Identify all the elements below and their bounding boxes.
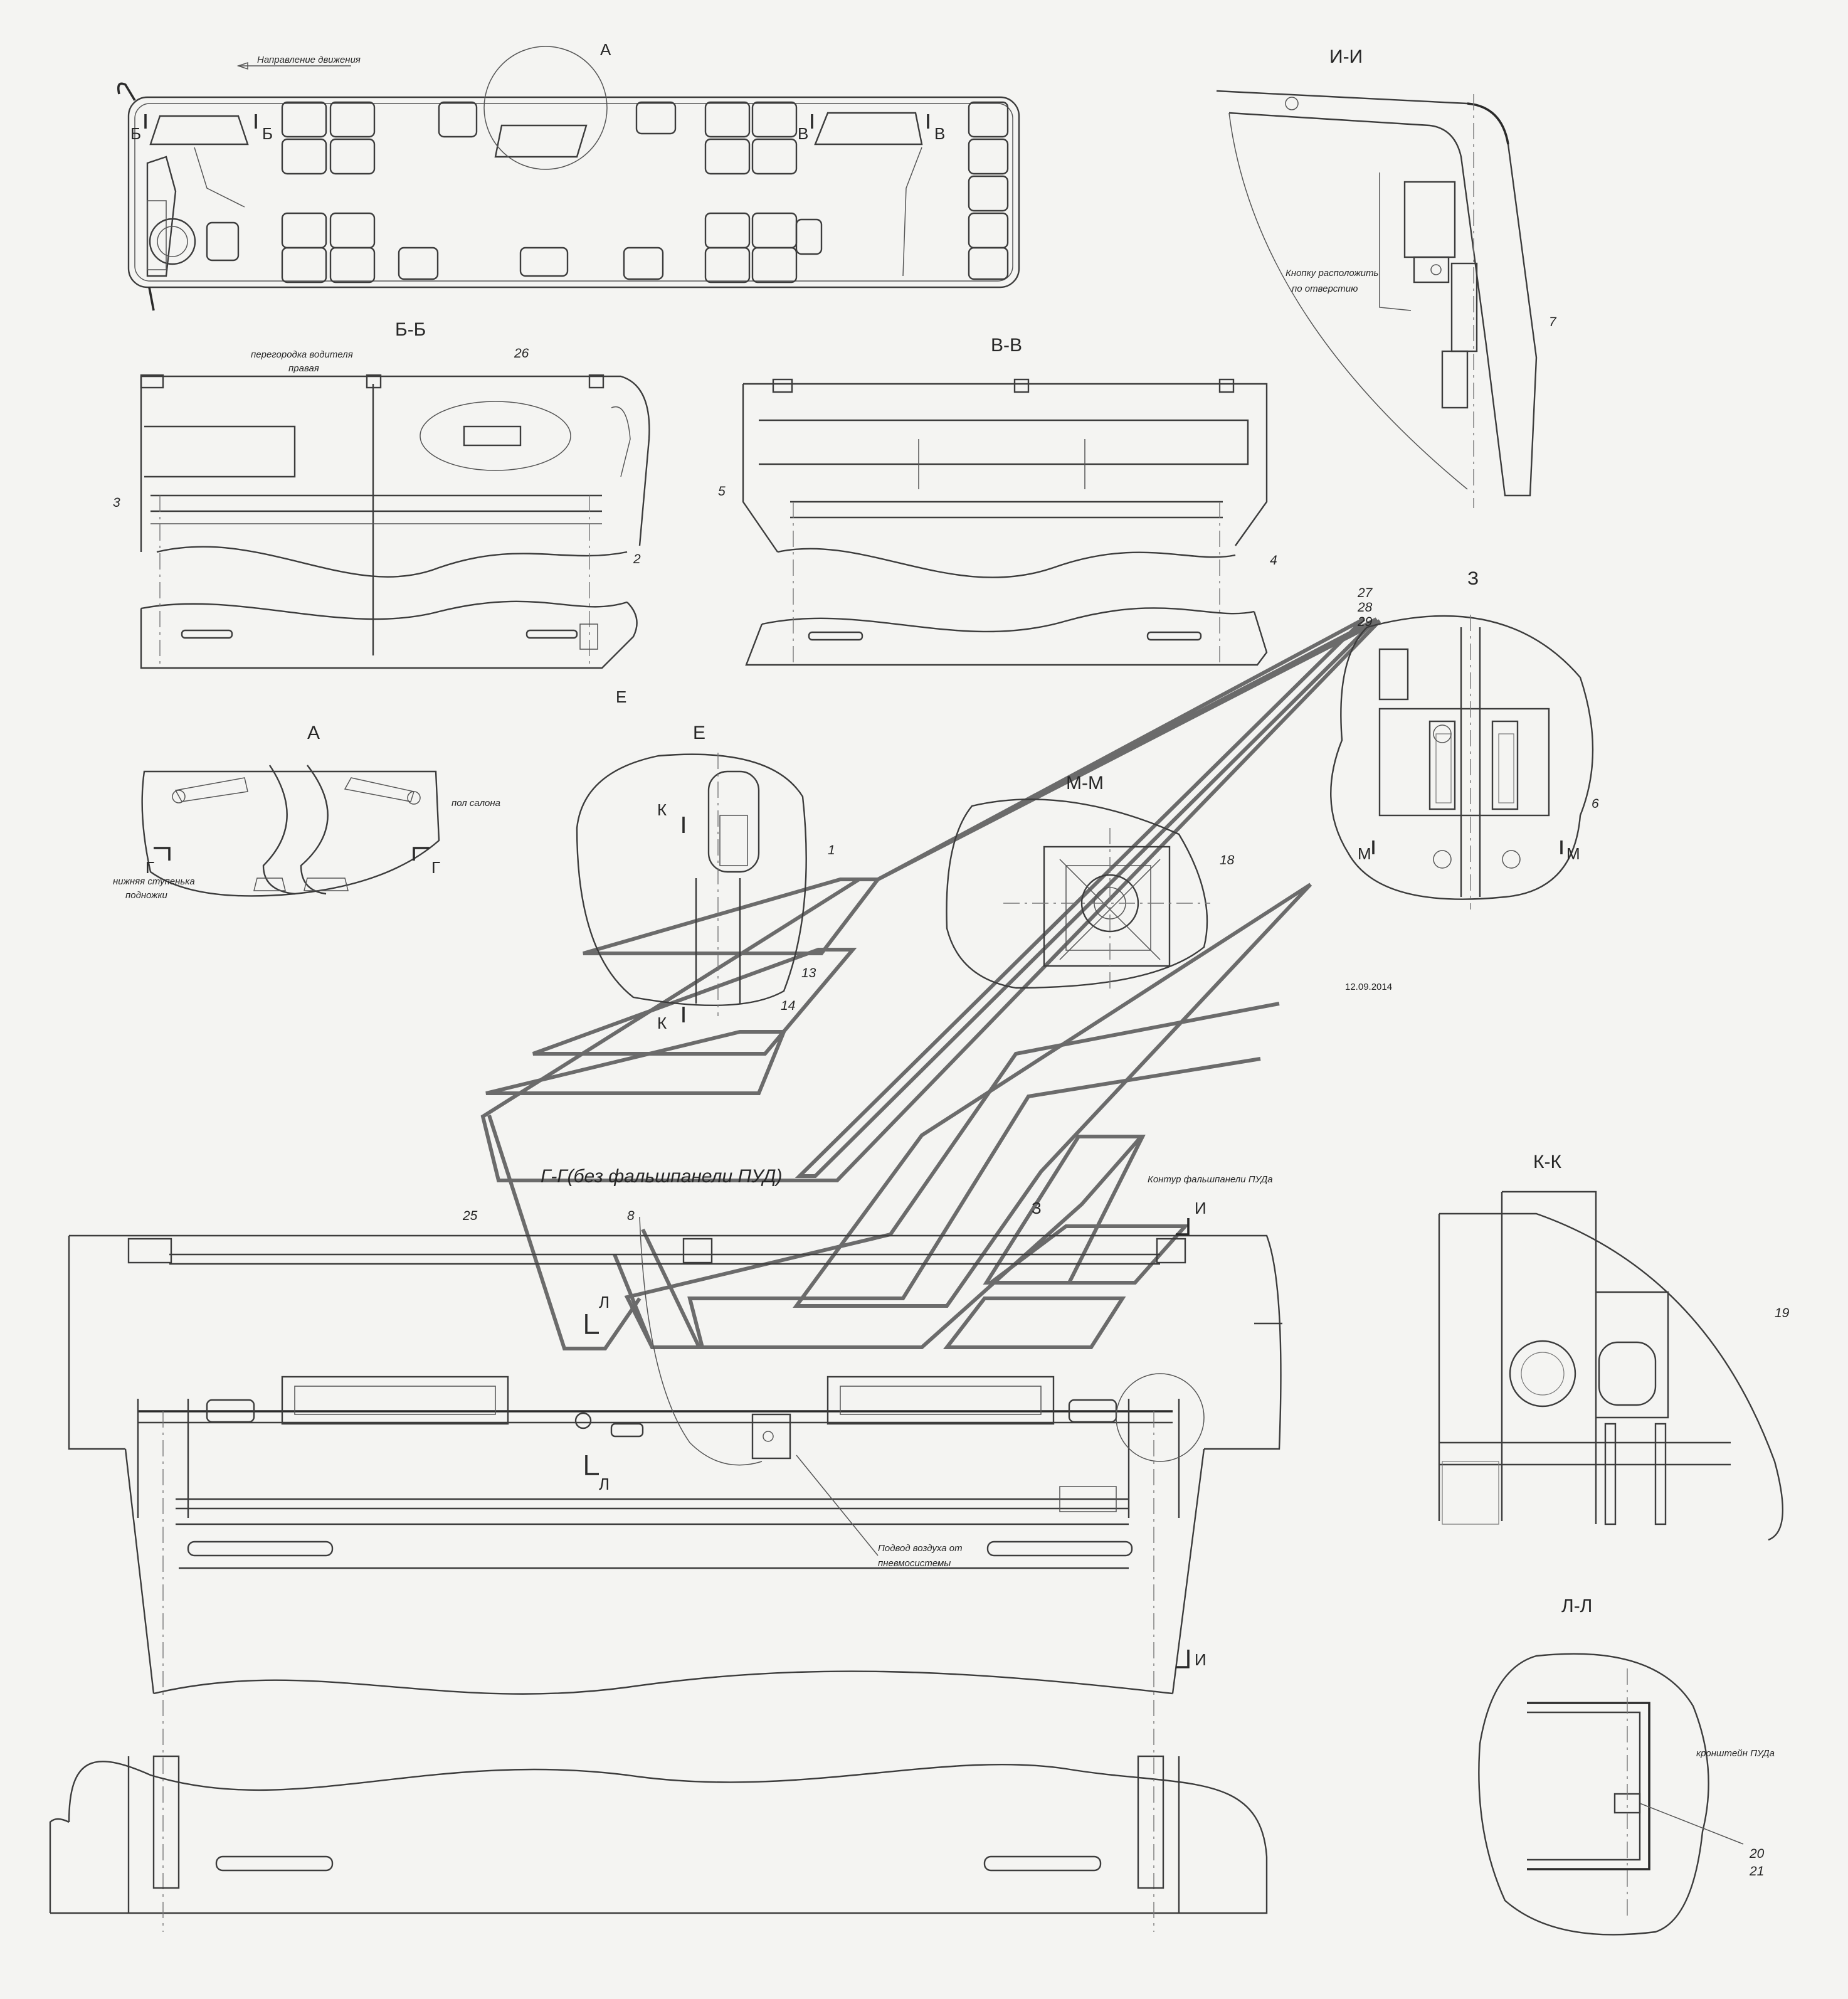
position-7-label: 7 bbox=[1549, 315, 1557, 329]
section-mm-drawing bbox=[946, 798, 1210, 991]
watermark-logo-outline bbox=[480, 617, 1381, 1350]
cut-m-left-label: М bbox=[1358, 844, 1371, 863]
direction-note: Направление движения bbox=[257, 55, 361, 65]
view-a-marker: А bbox=[600, 40, 611, 59]
marker-e-label: Е bbox=[616, 687, 626, 706]
section-kk-title: К-К bbox=[1533, 1152, 1561, 1172]
partition-note-2: правая bbox=[288, 363, 319, 374]
position-4-label: 4 bbox=[1270, 553, 1277, 568]
cut-k-top-label: К bbox=[657, 800, 667, 819]
position-5-label: 5 bbox=[718, 484, 726, 499]
position-13-label: 13 bbox=[801, 966, 816, 980]
cut-g-right-label: Г bbox=[431, 858, 440, 877]
section-gg-drawing bbox=[49, 1216, 1282, 1932]
button-note-line2: по отверстию bbox=[1292, 284, 1358, 294]
section-mm-title: М-М bbox=[1066, 773, 1104, 793]
marker-z-label: З bbox=[1032, 1199, 1042, 1217]
step-note-line2: подножки bbox=[125, 890, 168, 901]
position-27-label: 27 bbox=[1357, 586, 1373, 600]
position-29-label: 29 bbox=[1357, 615, 1373, 629]
view-z-drawing bbox=[1330, 615, 1594, 909]
cabin-floor-note: пол салона bbox=[451, 798, 500, 809]
position-21-label: 21 bbox=[1749, 1864, 1764, 1879]
view-e-drawing bbox=[576, 753, 807, 1022]
view-z-title: З bbox=[1467, 568, 1479, 589]
section-ll-drawing bbox=[1478, 1653, 1744, 1936]
drawing-date: 12.09.2014 bbox=[1345, 982, 1392, 992]
section-gg-title: Г-Г(без фальшпанели ПУД) bbox=[541, 1166, 783, 1187]
view-a-drawing bbox=[141, 765, 440, 897]
cut-v-left-label: В bbox=[798, 124, 808, 143]
step-note-line1: нижняя ступенька bbox=[113, 876, 195, 887]
position-25-label: 25 bbox=[462, 1209, 478, 1223]
view-e-title: Е bbox=[693, 723, 705, 743]
section-kk-drawing bbox=[1438, 1190, 1783, 1541]
position-20-label: 20 bbox=[1749, 1847, 1765, 1861]
position-6-label: 6 bbox=[1592, 797, 1599, 811]
cut-l-bottom-label: Л bbox=[599, 1475, 610, 1493]
seat-group bbox=[281, 101, 1009, 284]
view-a-title: А bbox=[307, 723, 320, 743]
position-8-label: 8 bbox=[627, 1209, 635, 1223]
section-bb-drawing bbox=[140, 374, 650, 669]
partition-note: перегородка водителя bbox=[251, 349, 353, 360]
position-1-label: 1 bbox=[828, 843, 835, 857]
position-3-label: 3 bbox=[113, 496, 120, 510]
cut-m-right-label: М bbox=[1566, 844, 1580, 863]
position-14-label: 14 bbox=[781, 999, 795, 1013]
cut-i-top-label: И bbox=[1195, 1199, 1206, 1217]
section-vv-drawing bbox=[742, 378, 1268, 666]
section-bb-title: Б-Б bbox=[395, 319, 426, 340]
bus-plan-view bbox=[117, 46, 1020, 311]
button-note-line1: Кнопку расположить bbox=[1286, 268, 1379, 278]
position-19-label: 19 bbox=[1775, 1306, 1790, 1320]
contour-note: Контур фальшпанели ПУДа bbox=[1148, 1174, 1273, 1185]
air-supply-note-line1: Подвод воздуха от bbox=[878, 1543, 963, 1554]
section-vv-title: В-В bbox=[991, 335, 1022, 356]
cut-v-right-label: В bbox=[934, 124, 945, 143]
cut-i-bottom-label: И bbox=[1195, 1650, 1206, 1669]
section-ll-title: Л-Л bbox=[1561, 1596, 1592, 1616]
section-ii-drawing bbox=[1216, 90, 1538, 508]
cut-b-left-label: Б bbox=[130, 124, 141, 143]
bracket-note: кронштейн ПУДа bbox=[1696, 1748, 1775, 1759]
position-18-label: 18 bbox=[1220, 853, 1235, 867]
cut-k-bottom-label: К bbox=[657, 1014, 667, 1032]
position-2-label: 2 bbox=[633, 552, 641, 566]
cut-l-top-label: Л bbox=[599, 1293, 610, 1312]
air-supply-note-line2: пневмосистемы bbox=[878, 1558, 951, 1569]
position-28-label: 28 bbox=[1357, 600, 1373, 615]
position-26-label: 26 bbox=[514, 346, 529, 361]
section-ii-title: И-И bbox=[1329, 46, 1363, 67]
cut-b-right-label: Б bbox=[262, 124, 273, 143]
cut-g-left-label: Г bbox=[145, 858, 154, 877]
